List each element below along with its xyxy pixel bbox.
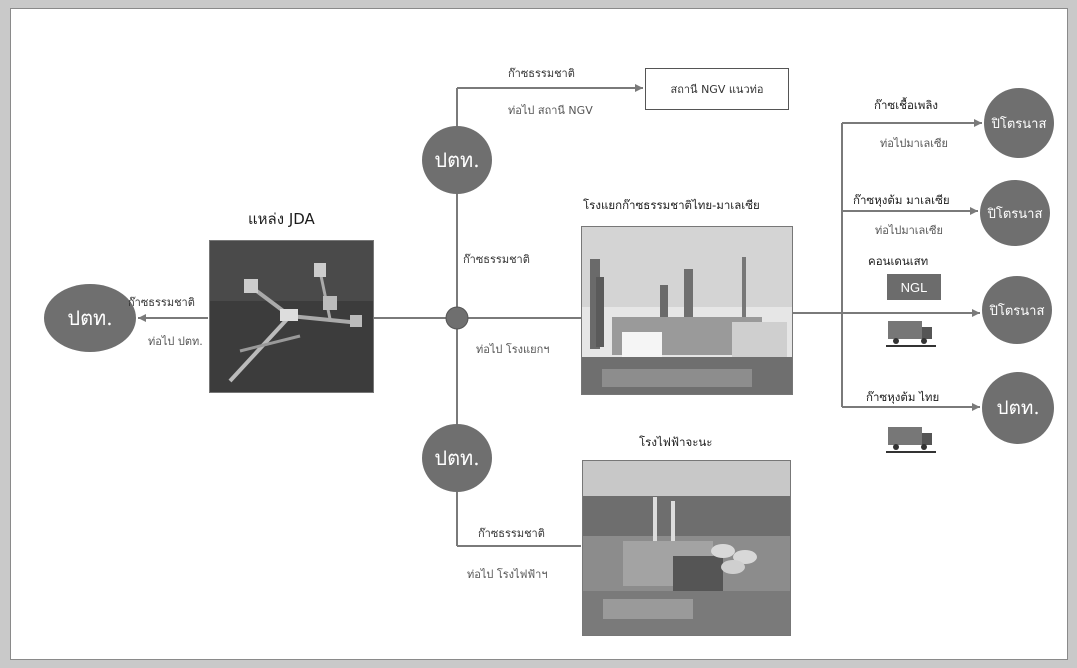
petronas-circle-3: ปิโตรนาส (982, 276, 1052, 344)
output-1-label: ก๊าซเชื้อเพลิง (874, 98, 939, 112)
arrowhead-out-4 (972, 403, 980, 411)
ptt-circle-right: ปตท. (982, 372, 1054, 444)
arrowhead-out-1 (974, 119, 982, 127)
petronas-circle-2: ปิโตรนาส (980, 180, 1050, 246)
ngv-station-box: สถานี NGV แนวท่อ (645, 68, 789, 110)
truck-icon (886, 318, 936, 348)
top-pipe-label: ท่อไป สถานี NGV (508, 104, 593, 117)
power-plant-photo (582, 460, 791, 636)
arrowhead-ngv (635, 84, 643, 92)
output-3-label: คอนเดนเสท (868, 254, 929, 268)
top-gas-label: ก๊าซธรรมชาติ (508, 67, 575, 80)
bottom-pipe-label: ท่อไป โรงไฟฟ้าฯ (467, 568, 548, 581)
mid-pipe-label: ท่อไป โรงแยกฯ (476, 343, 550, 356)
mid-gas-label: ก๊าซธรรมชาติ (463, 253, 530, 266)
bottom-gas-label: ก๊าซธรรมชาติ (478, 527, 545, 540)
ptt-circle-left: ปตท. (44, 284, 136, 352)
left-gas-label: ก๊าซธรรมชาติ (128, 296, 195, 309)
jda-title: แหล่ง JDA (248, 210, 315, 228)
offshore-platform-photo (209, 240, 374, 393)
arrowhead-left (138, 314, 146, 322)
junction-node (445, 306, 469, 330)
arrowhead-out-3 (972, 309, 980, 317)
ptt-circle-top: ปตท. (422, 126, 492, 194)
gas-plant-title: โรงแยกก๊าซธรรมชาติไทย-มาเลเซีย (583, 198, 760, 212)
output-1-sub: ท่อไปมาเลเซีย (880, 137, 948, 150)
left-pipe-label: ท่อไป ปตท. (148, 335, 203, 348)
output-2-label: ก๊าซหุงต้ม มาเลเซีย (853, 193, 950, 207)
power-plant-title: โรงไฟฟ้าจะนะ (639, 435, 713, 449)
arrowhead-out-2 (970, 207, 978, 215)
output-2-sub: ท่อไปมาเลเซีย (875, 224, 943, 237)
petronas-circle-1: ปิโตรนาส (984, 88, 1054, 158)
output-4-label: ก๊าซหุงต้ม ไทย (866, 390, 940, 404)
ngl-badge: NGL (887, 274, 941, 300)
ptt-circle-bottom: ปตท. (422, 424, 492, 492)
gas-separation-plant-photo (581, 226, 793, 395)
truck-icon (886, 424, 936, 454)
